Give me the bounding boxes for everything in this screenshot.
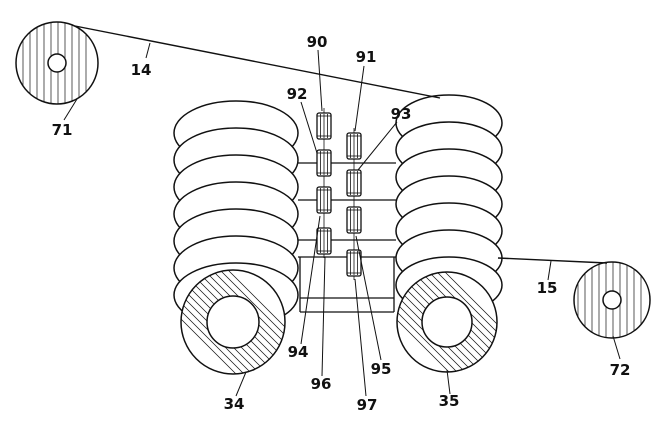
pulley-72-hatching [577, 262, 642, 338]
leader-95 [355, 235, 382, 361]
leader-71 [63, 98, 78, 121]
spool-91 [346, 132, 362, 160]
drum-35-hub [396, 271, 498, 373]
pulley-71-hatching [22, 22, 87, 104]
wire-15 [497, 257, 608, 264]
label-91: 91 [356, 48, 377, 66]
leader-90 [317, 49, 323, 112]
spool-94 [316, 186, 332, 214]
leader-94 [300, 215, 321, 345]
label-35: 35 [439, 392, 460, 410]
drum-34 [173, 100, 299, 375]
leader-34 [235, 371, 247, 397]
pulley-71 [15, 21, 99, 105]
spool-95 [346, 206, 362, 234]
label-72: 72 [610, 361, 631, 379]
wire-14 [74, 25, 441, 99]
label-90: 90 [307, 33, 328, 51]
leader-35 [446, 369, 451, 395]
spool-96 [316, 227, 332, 255]
spool-92 [316, 149, 332, 177]
leader-96 [321, 256, 326, 377]
label-34: 34 [224, 395, 245, 413]
label-93: 93 [391, 105, 412, 123]
leader-93 [357, 121, 398, 171]
label-95: 95 [371, 360, 392, 378]
label-15: 15 [537, 279, 558, 297]
drum-34-hub [180, 269, 286, 375]
reference-labels: 90 91 92 93 14 71 94 95 96 97 34 35 15 7… [52, 33, 631, 414]
leader-92 [300, 101, 318, 154]
leader-lines [63, 42, 621, 397]
leader-15 [547, 260, 552, 281]
drum-35 [395, 94, 503, 373]
pulley-72 [573, 261, 651, 339]
label-97: 97 [357, 396, 378, 414]
leader-72 [612, 335, 621, 360]
label-14: 14 [131, 61, 152, 79]
leader-97 [354, 278, 367, 397]
spool-97 [346, 249, 362, 277]
label-96: 96 [311, 375, 332, 393]
spool-90 [316, 112, 332, 140]
leader-14 [145, 42, 151, 59]
label-92: 92 [287, 85, 308, 103]
label-71: 71 [52, 121, 73, 139]
label-94: 94 [288, 343, 309, 361]
spool-93 [346, 169, 362, 197]
leader-91 [354, 65, 365, 132]
